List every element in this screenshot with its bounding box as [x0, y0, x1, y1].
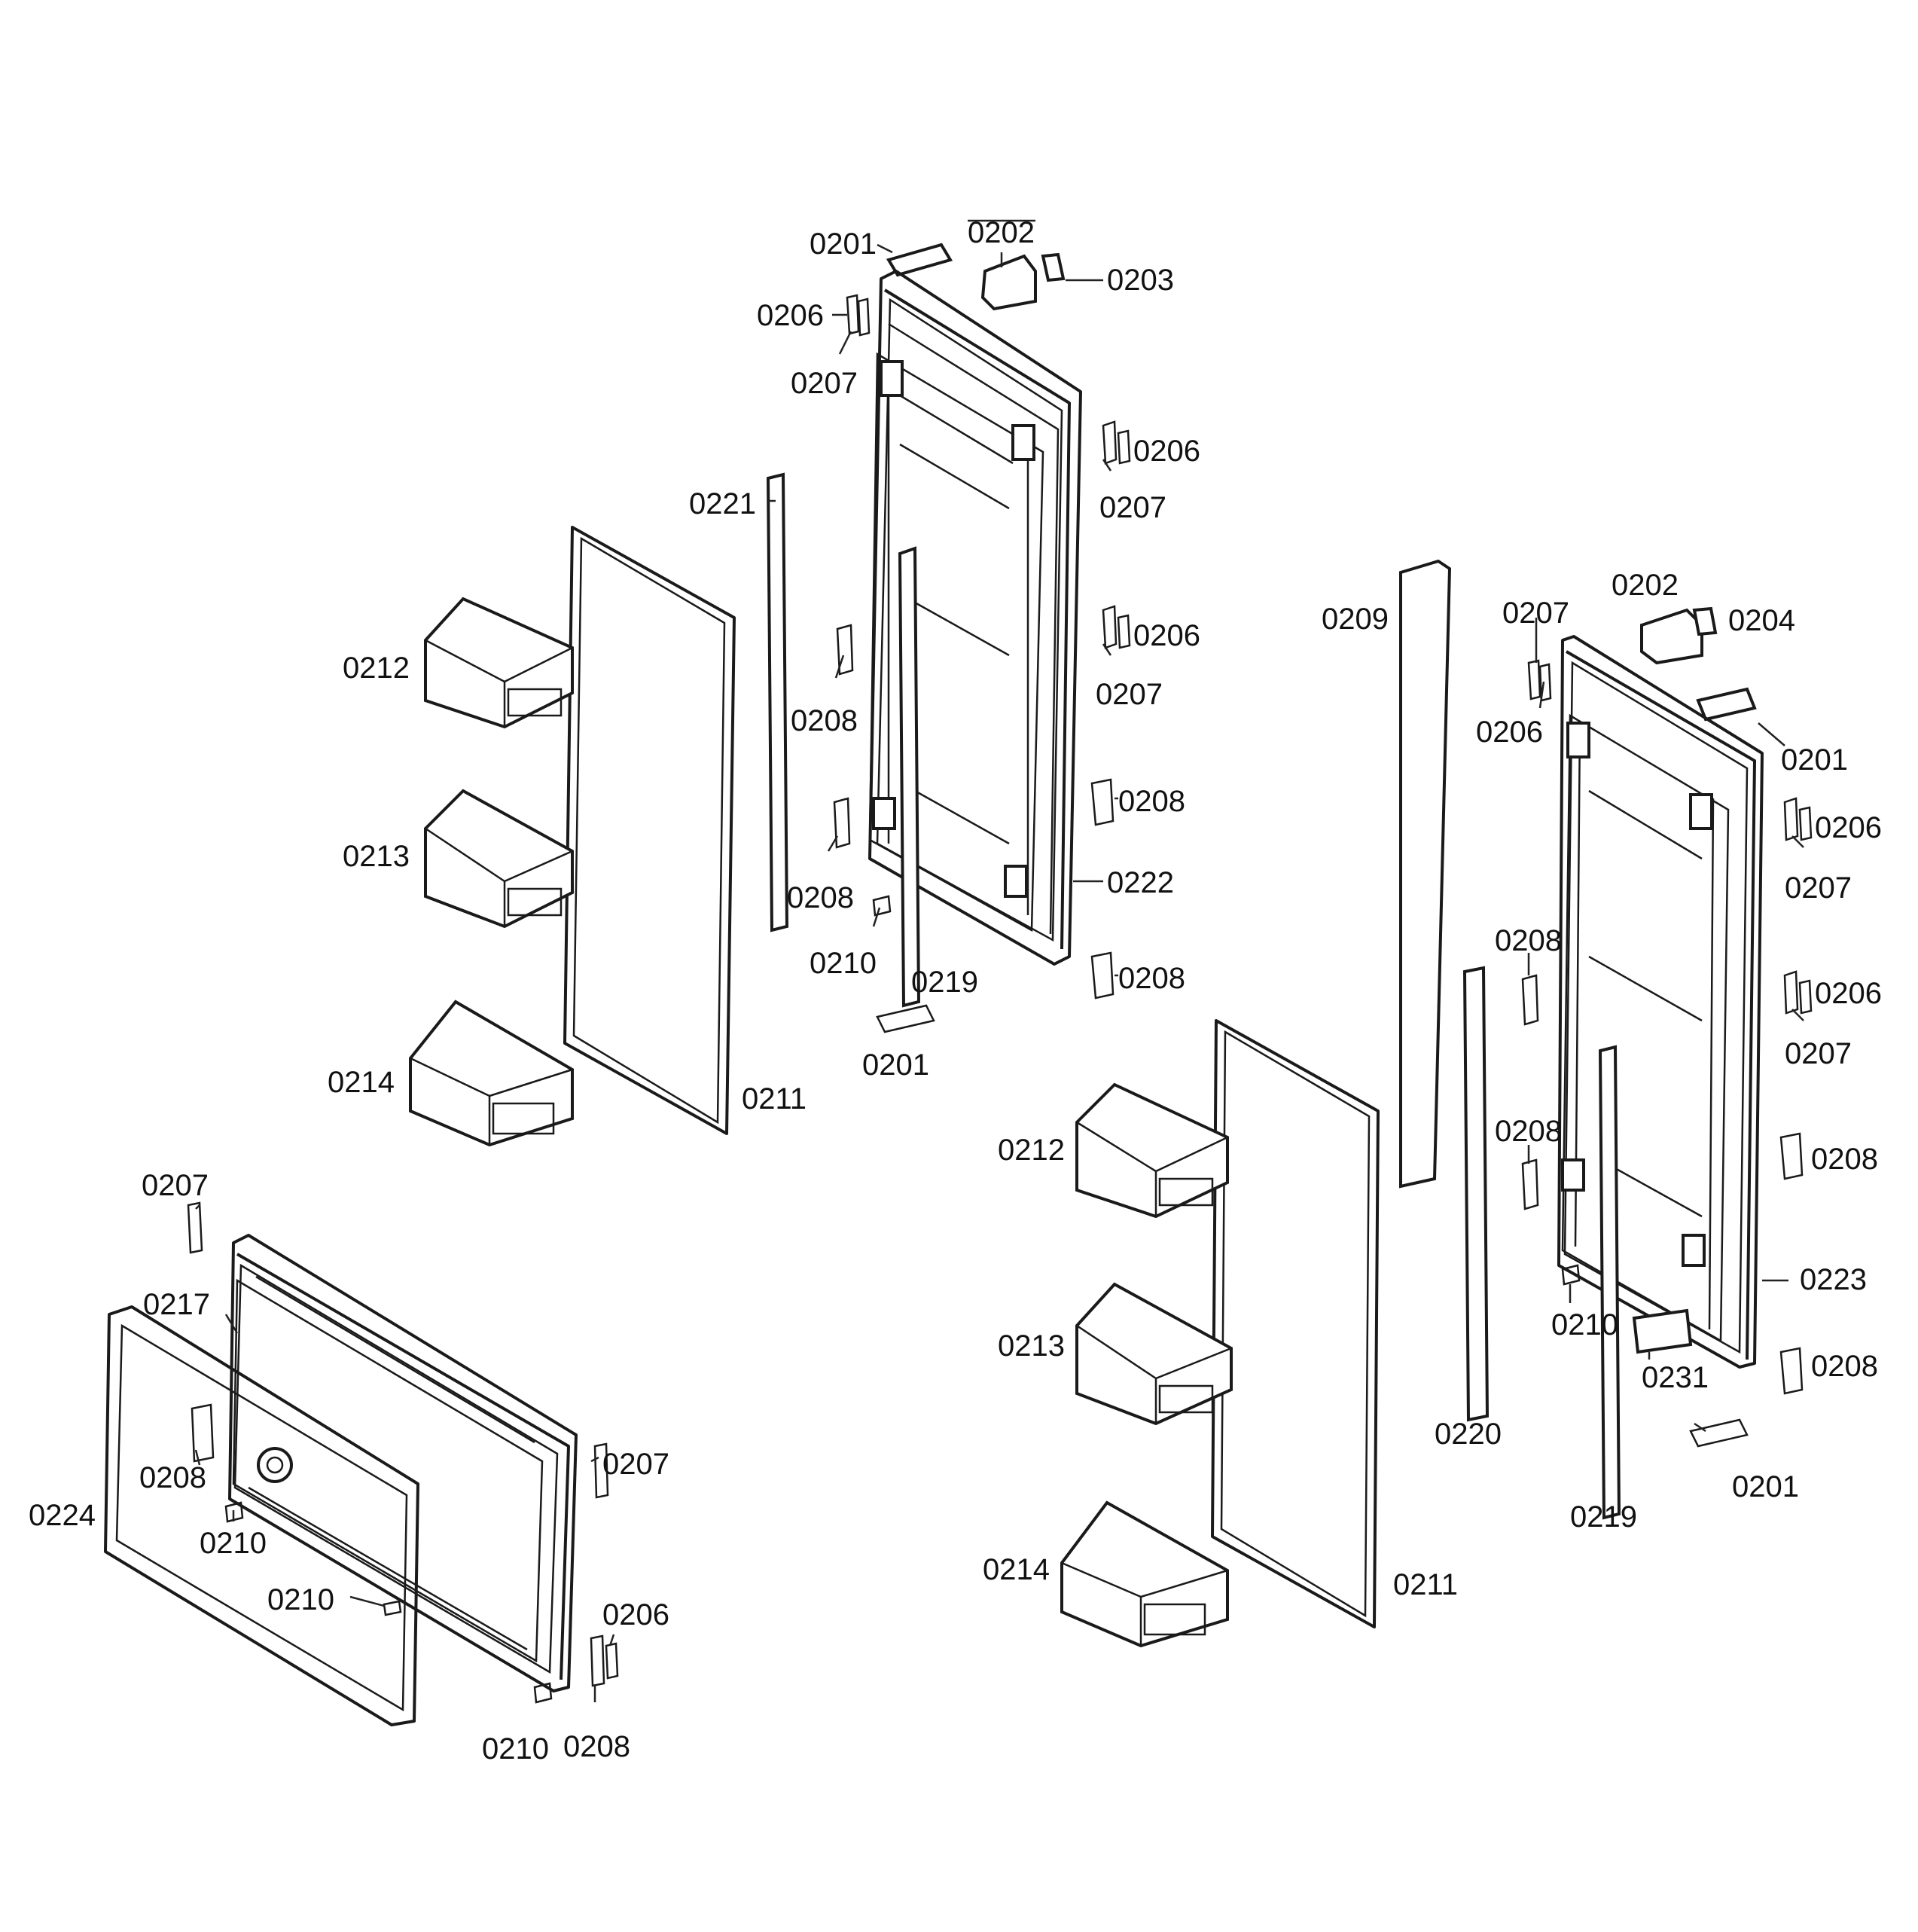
right-door-liner [1561, 713, 1730, 1343]
callout-0207: 0207 [1785, 871, 1852, 905]
callout-0208: 0208 [1118, 962, 1185, 995]
callout-0208: 0208 [1811, 1143, 1878, 1176]
callout-0206: 0206 [1133, 435, 1200, 468]
door-strip-0220 [1462, 966, 1490, 1422]
left-door-gasket [563, 526, 736, 1135]
callout-0202: 0202 [1612, 569, 1679, 602]
callout-0214: 0214 [983, 1553, 1050, 1586]
callout-0223: 0223 [1800, 1263, 1867, 1296]
cap-part [1041, 252, 1066, 282]
door-strip-0219-right [1598, 1045, 1621, 1520]
door-trim-0209 [1399, 559, 1452, 1189]
left-outer-door [868, 270, 1082, 966]
callout-0219: 0219 [911, 966, 978, 999]
callout-0204: 0204 [1728, 604, 1795, 637]
callout-0231: 0231 [1642, 1361, 1709, 1394]
right-door-assembly [1060, 559, 1813, 1648]
callout-0207: 0207 [602, 1448, 669, 1481]
callout-0217: 0217 [143, 1288, 210, 1321]
callout-0206: 0206 [1476, 716, 1543, 749]
callout-0208: 0208 [1118, 785, 1185, 818]
callout-0201: 0201 [862, 1048, 929, 1082]
callout-0207: 0207 [1785, 1037, 1852, 1070]
left-door-assembly [409, 243, 1131, 1147]
callout-0210: 0210 [267, 1583, 334, 1616]
callout-0220: 0220 [1435, 1418, 1502, 1451]
callout-labels: 0201 0202 0203 0206 0207 0206 0207 0221 … [29, 216, 1882, 1766]
callout-0208: 0208 [787, 881, 854, 914]
callout-0207: 0207 [1502, 597, 1569, 630]
callout-0213: 0213 [343, 840, 410, 873]
callout-0208: 0208 [563, 1730, 630, 1763]
right-door-gasket [1211, 1019, 1380, 1628]
callout-0208: 0208 [139, 1461, 206, 1494]
right-door-shelves [1060, 1082, 1233, 1648]
top-hinge-part [886, 243, 953, 277]
top-hinge-part-right [1696, 687, 1757, 722]
left-door-shelves [409, 597, 574, 1147]
callout-0208: 0208 [1811, 1350, 1878, 1383]
callout-0206: 0206 [1815, 811, 1882, 844]
callout-0208: 0208 [1495, 924, 1562, 957]
callout-0203: 0203 [1107, 264, 1174, 297]
callout-0213: 0213 [998, 1329, 1065, 1363]
door-strip-0219 [898, 546, 921, 1008]
callout-0210: 0210 [200, 1527, 267, 1560]
callout-0221: 0221 [689, 487, 756, 520]
callout-0210: 0210 [482, 1732, 549, 1766]
callout-0208: 0208 [791, 704, 858, 737]
callout-0202: 0202 [968, 216, 1035, 249]
callout-0212: 0212 [998, 1134, 1065, 1167]
callout-0201: 0201 [810, 227, 877, 261]
callout-0224: 0224 [29, 1499, 96, 1532]
leader-lines [194, 243, 1804, 1702]
callout-0201: 0201 [1732, 1470, 1799, 1503]
callout-0211: 0211 [1393, 1568, 1458, 1601]
bottom-door-liner [232, 1278, 544, 1663]
callout-0206: 0206 [1815, 977, 1882, 1010]
callout-0209: 0209 [1322, 603, 1389, 636]
bottom-outer-door [228, 1234, 578, 1692]
left-door-liner [868, 352, 1044, 932]
callout-0206: 0206 [757, 299, 824, 332]
callout-0211: 0211 [742, 1082, 807, 1116]
hinge-cover-part [980, 254, 1037, 311]
callout-0206: 0206 [1133, 619, 1200, 652]
door-strip-0221 [766, 472, 789, 932]
part-0231 [1632, 1308, 1693, 1354]
callout-0206: 0206 [602, 1598, 669, 1631]
bottom-door-gasket [104, 1305, 419, 1726]
right-outer-door [1557, 635, 1764, 1369]
hinge-cover-part-right [1640, 608, 1703, 665]
callout-0210: 0210 [810, 947, 877, 980]
cap-part-right [1692, 606, 1718, 636]
bottom-door-knob [257, 1447, 293, 1483]
callout-0212: 0212 [343, 652, 410, 685]
callout-0207: 0207 [1099, 491, 1166, 524]
callout-0208: 0208 [1495, 1115, 1562, 1148]
callout-0222: 0222 [1107, 866, 1174, 899]
callout-0207: 0207 [791, 367, 858, 400]
callout-0207: 0207 [142, 1169, 209, 1202]
callout-0210: 0210 [1551, 1308, 1618, 1341]
callout-0207: 0207 [1096, 678, 1163, 711]
callout-0219: 0219 [1570, 1500, 1637, 1534]
callout-0201: 0201 [1781, 743, 1848, 777]
bottom-door-assembly [104, 1201, 619, 1726]
callout-0214: 0214 [328, 1066, 395, 1099]
